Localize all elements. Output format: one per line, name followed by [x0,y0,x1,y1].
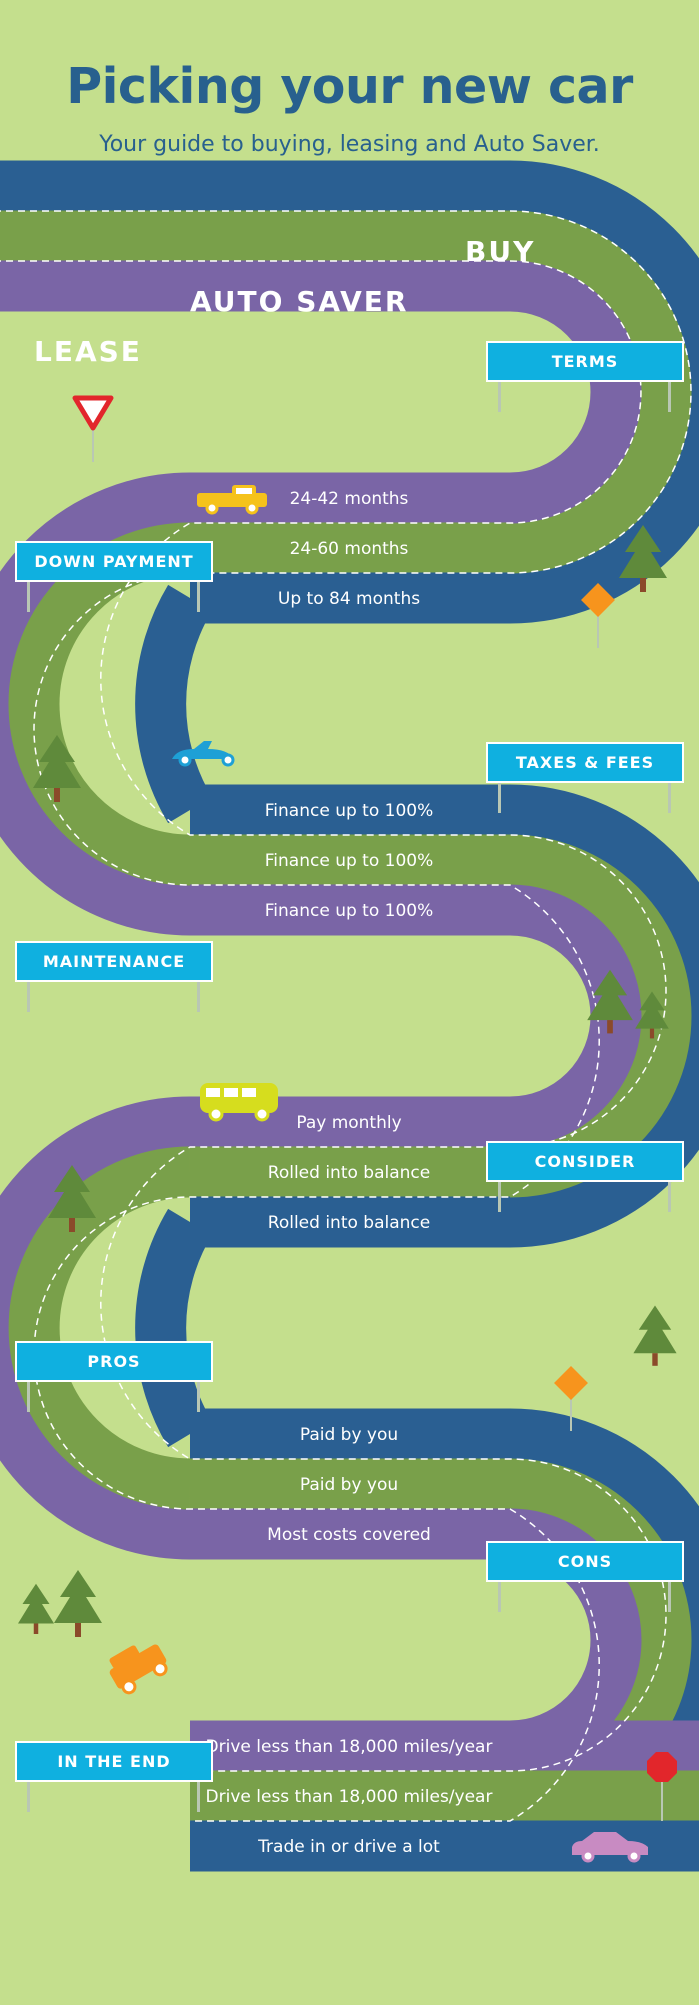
section-3-lease-text: Most costs covered [267,1525,431,1545]
sign-terms: TERMS [486,341,684,382]
page-subtitle: Your guide to buying, leasing and Auto S… [99,132,600,157]
road-straight [190,1720,699,1772]
buy-lane-label: BUY [465,235,535,268]
road-straight [190,1408,510,1460]
lane-divider [0,210,692,1822]
yield-sign-icon [72,395,114,462]
section-2-lease-text: Pay monthly [296,1113,401,1133]
road-straight [190,1458,510,1510]
sign-post [197,1782,200,1812]
pine-tree-icon [54,1570,102,1637]
road-straight [190,1770,699,1822]
sign-post [668,783,671,813]
section-4-buy-text: Trade in or drive a lot [257,1837,440,1857]
pine-tree-icon [619,525,667,592]
sign-post [197,982,200,1012]
road-straight [190,1196,510,1248]
road-curve [509,160,699,624]
sign-post [27,582,30,612]
section-1-buy-text: Finance up to 100% [265,801,433,821]
sign-post [27,982,30,1012]
pine-tree-icon [48,1165,96,1232]
road-curve [509,210,692,574]
section-0-lease-text: 24-42 months [290,489,409,509]
road-curve [509,260,642,524]
sign-post [668,382,671,412]
section-4-lease-text: Drive less than 18,000 miles/year [206,1737,493,1757]
pine-tree-icon [33,735,81,802]
sign-post [27,1782,30,1812]
section-1-lease-text: Finance up to 100% [265,901,433,921]
sign-down-payment: DOWN PAYMENT [15,541,213,582]
section-1-auto_saver-text: Finance up to 100% [265,851,433,871]
pine-tree-icon [18,1583,54,1634]
sign-post [498,382,501,412]
pine-tree-icon [587,969,633,1034]
road-curve [135,584,213,824]
sign-post [498,1182,501,1212]
road-straight [0,210,510,262]
convertible-car-icon [172,741,235,767]
road-straight [190,784,510,836]
lane-divider [0,260,667,1772]
road-curve [135,1208,213,1448]
road-straight [190,522,510,574]
section-3-auto_saver-text: Paid by you [300,1475,398,1495]
sign-in-the-end: IN THE END [15,1741,213,1782]
sign-cons: CONS [486,1541,684,1582]
road-curve [0,1096,191,1560]
sign-post [197,1382,200,1412]
stop-sign-icon [647,1752,677,1821]
road-curve [0,472,191,936]
section-0-buy-text: Up to 84 months [278,589,420,609]
sign-consider: CONSIDER [486,1141,684,1182]
sedan-car-icon [572,1832,648,1863]
diamond-warning-sign-icon [554,1366,588,1431]
road-straight [190,834,510,886]
pine-tree-icon [633,1305,677,1366]
road-straight [190,884,510,936]
section-0-auto_saver-text: 24-60 months [290,539,409,559]
road-straight [190,1508,510,1560]
road-curve [8,1146,191,1510]
pine-tree-icon [635,991,669,1039]
road-straight [0,160,510,212]
page-title: Picking your new car [66,58,633,115]
sign-post [498,783,501,813]
sign-post [27,1382,30,1412]
diamond-warning-sign-icon [581,583,615,648]
road-curve [509,784,699,1248]
sign-post [668,1182,671,1212]
road-straight [190,1146,510,1198]
sign-post [197,582,200,612]
auto-saver-lane-label: AUTO SAVER [190,285,409,318]
road-straight [190,572,510,624]
sign-pros: PROS [15,1341,213,1382]
section-3-buy-text: Paid by you [300,1425,398,1445]
section-2-auto_saver-text: Rolled into balance [268,1163,430,1183]
sign-taxes-fees: TAXES & FEES [486,742,684,783]
lease-lane-label: LEASE [34,335,142,368]
road-straight [0,260,510,312]
sign-maintenance: MAINTENANCE [15,941,213,982]
section-2-buy-text: Rolled into balance [268,1213,430,1233]
van-icon [200,1083,278,1122]
pickup-truck-icon [197,485,267,515]
sign-post [668,1582,671,1612]
section-4-auto_saver-text: Drive less than 18,000 miles/year [206,1787,493,1807]
jeep-icon [109,1644,168,1695]
sign-post [498,1582,501,1612]
